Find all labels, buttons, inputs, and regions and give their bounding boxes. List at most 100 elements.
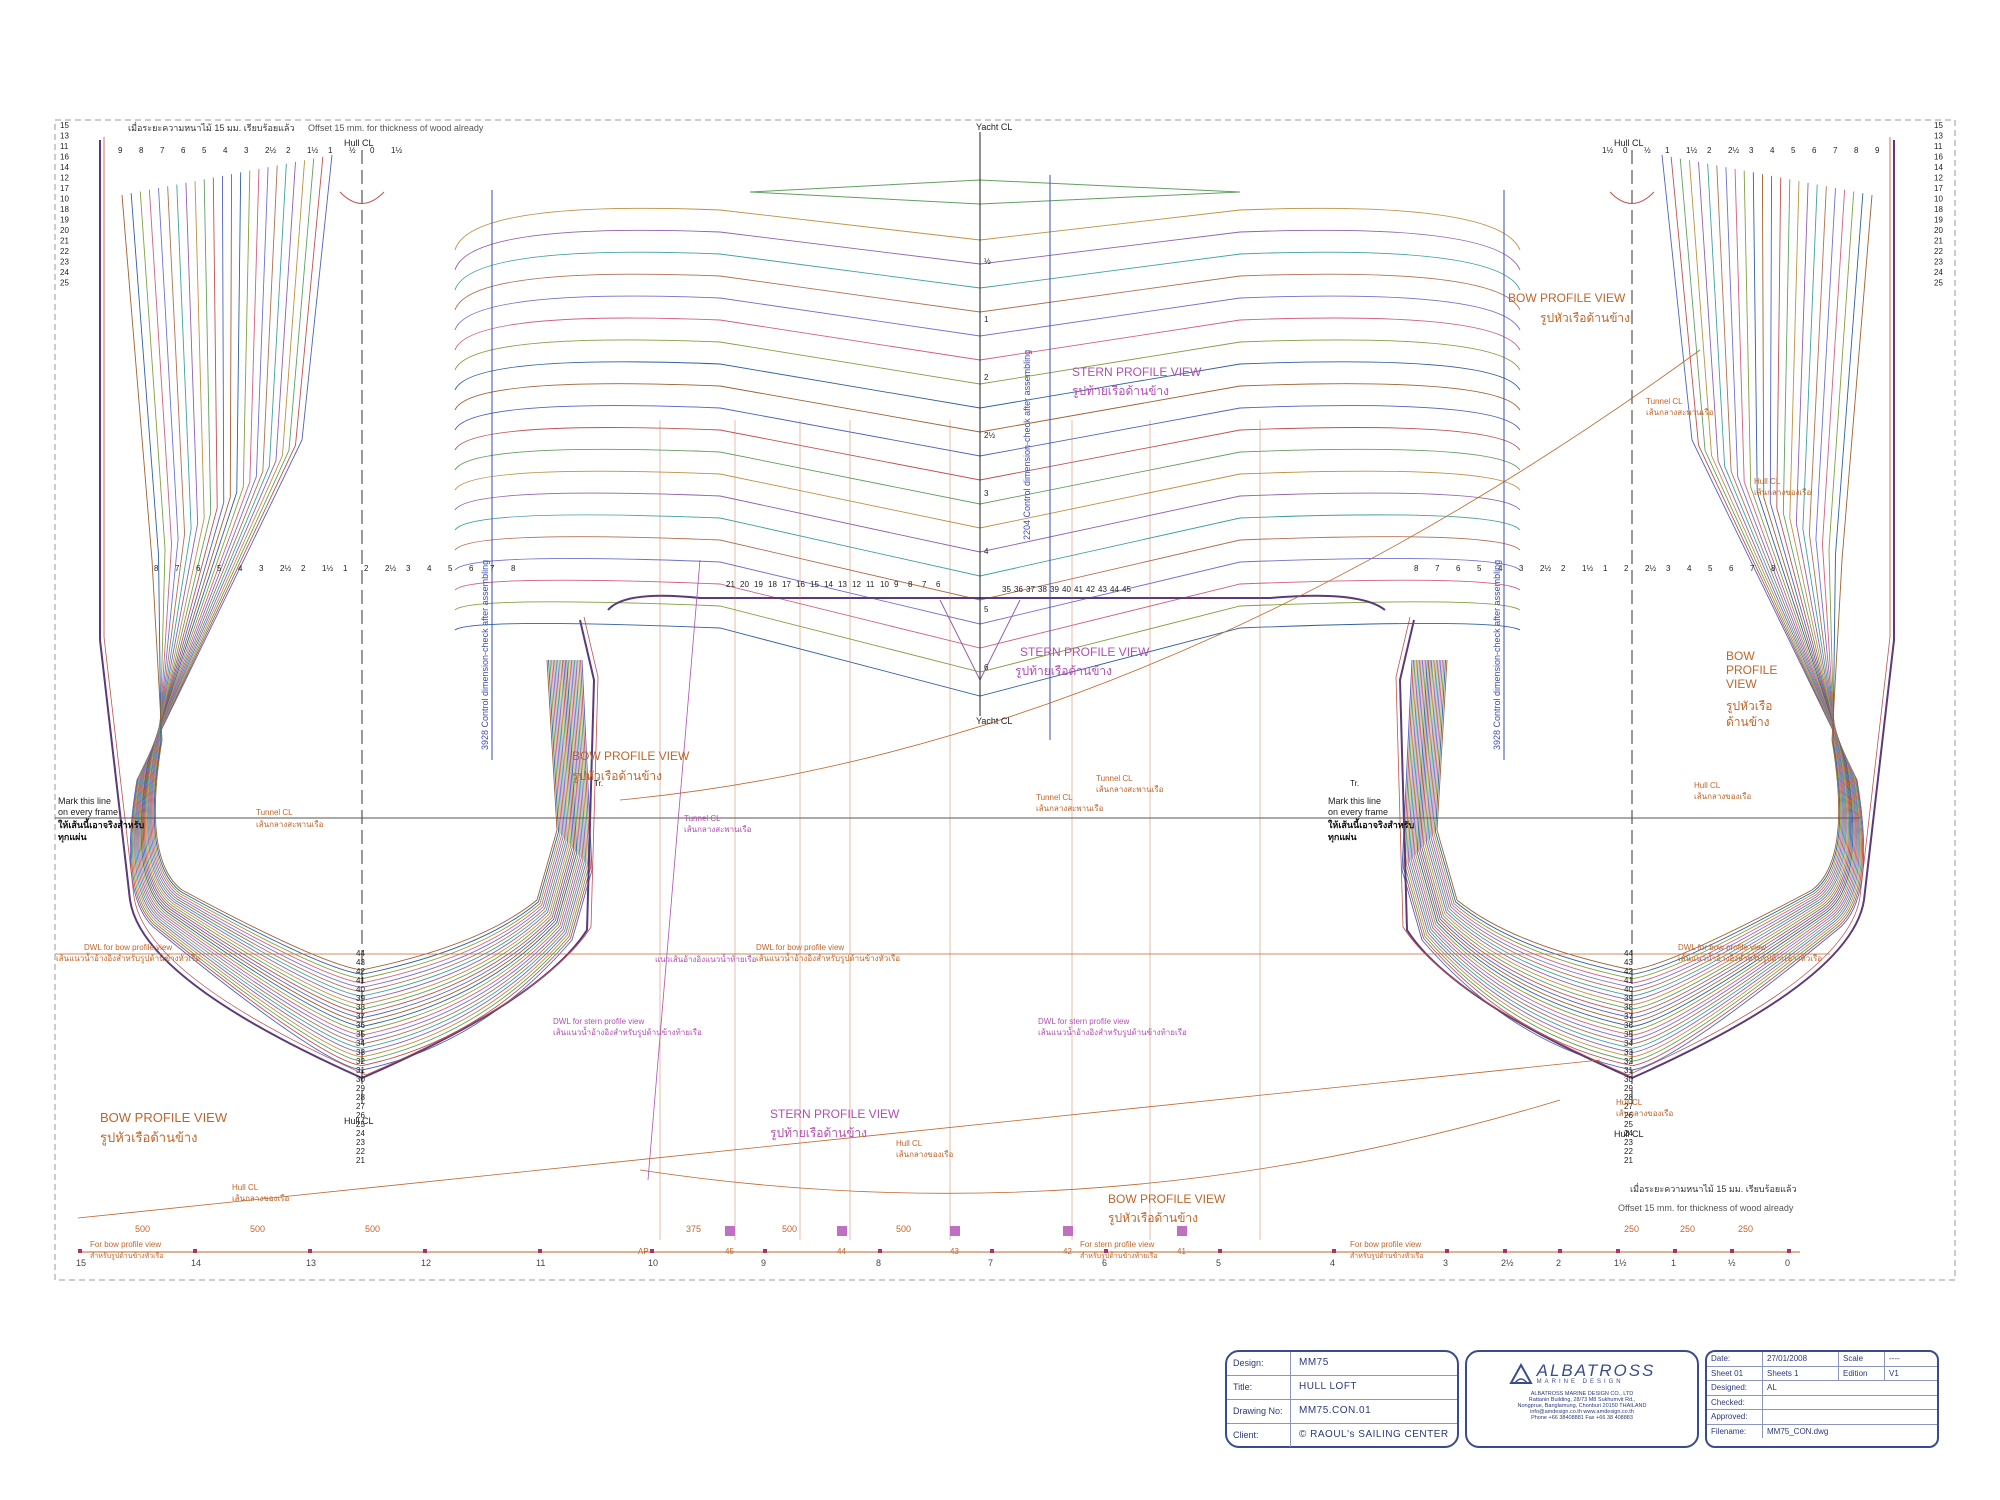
hull-cl-label-br: Hull CL <box>1614 1129 1644 1139</box>
frame-number-left: 17 <box>60 184 69 193</box>
dwl-bow-note-left: DWL for bow profile view เส้นแนวน้ำอ้างอ… <box>56 943 200 964</box>
frame-number-keel-right: 44 <box>1624 949 1633 958</box>
station-mark <box>1558 1249 1562 1253</box>
station-label: 6 <box>1102 1258 1107 1268</box>
tunnel-section-line <box>454 579 1521 649</box>
checked-value <box>1763 1396 1937 1410</box>
stern-profile-label-2: STERN PROFILE VIEW รูปท้ายเรือด้านข้าง <box>1015 645 1150 679</box>
tunnel-section-line <box>454 361 1521 409</box>
frame-number-mid-left: 8 <box>511 564 516 573</box>
frame-number-left: 22 <box>60 247 69 256</box>
frame-number-mid-left: 1½ <box>322 564 333 573</box>
frame-number-mid-right: 8 <box>1771 564 1776 573</box>
section-line <box>1404 158 1862 1062</box>
frame-number-top-left: 6 <box>181 146 186 155</box>
client-label: Client: <box>1227 1424 1291 1447</box>
svg-text:เส้นแนวน้ำอ้างอิงสำหรับรูปด้าน: เส้นแนวน้ำอ้างอิงสำหรับรูปด้านข้างท้ายเร… <box>553 1026 702 1038</box>
frame-number-mid-left: 5 <box>448 564 453 573</box>
approved-label: Approved: <box>1707 1410 1763 1424</box>
frame-number-mid-right: 5 <box>1708 564 1713 573</box>
svg-text:BOW: BOW <box>1726 649 1755 663</box>
section-line <box>1413 168 1856 1036</box>
right-hull-sections <box>1395 137 1895 1110</box>
company-name: ALBATROSS <box>1536 1361 1656 1380</box>
frame-number-mid-left: 1 <box>343 564 348 573</box>
frame-number-tunnel-center: 40 <box>1062 585 1071 594</box>
frame-number-tunnel: 16 <box>796 580 805 589</box>
section-line <box>150 188 564 988</box>
svg-text:เส้นแนวน้ำอ้างอิงสำหรับรูปด้าน: เส้นแนวน้ำอ้างอิงสำหรับรูปด้านข้างหัวเรื… <box>56 952 200 964</box>
frame-number-keel-right: 32 <box>1624 1057 1633 1066</box>
svg-text:รูปท้ายเรือด้านข้าง: รูปท้ายเรือด้านข้าง <box>770 1126 867 1141</box>
frame-number-tunnel-center: 42 <box>1086 585 1095 594</box>
scale-ref-label: For bow profile view <box>90 1240 161 1249</box>
frame-number-tunnel-center: 43 <box>1098 585 1107 594</box>
frame-number-left: 11 <box>60 142 69 151</box>
frame-number-center: 4 <box>984 547 989 556</box>
frame-number-keel-left: 44 <box>356 949 365 958</box>
spacing-label: 375 <box>686 1224 701 1234</box>
frame-number-tunnel: 19 <box>754 580 763 589</box>
frame-number-left: 25 <box>60 279 69 288</box>
station-label: 5 <box>1216 1258 1221 1268</box>
frame-number-keel-left: 26 <box>356 1111 365 1120</box>
station-label: 8 <box>876 1258 881 1268</box>
svg-text:รูปหัวเรือด้านข้าง: รูปหัวเรือด้านข้าง <box>100 1130 198 1146</box>
dwl-bow-note-right: DWL for bow profile view เส้นแนวน้ำอ้างอ… <box>1678 943 1822 964</box>
svg-text:เส้นกลางสะพานเรือ: เส้นกลางสะพานเรือ <box>1096 785 1164 794</box>
frame-number-center: 2 <box>984 373 989 382</box>
hull-cl-label-tl: Hull CL <box>344 138 374 148</box>
frame-number-keel-right: 22 <box>1624 1147 1633 1156</box>
frame-number-mid-right: 7 <box>1435 564 1440 573</box>
frame-number-mid-left: 6 <box>469 564 474 573</box>
svg-text:Tunnel CL: Tunnel CL <box>1646 397 1683 406</box>
company-tagline: MARINE DESIGN <box>1536 1379 1624 1385</box>
tunnel-section-line <box>454 207 1521 251</box>
frame-number-left: 16 <box>60 153 69 162</box>
tunnel-outline <box>607 594 1386 611</box>
scale-ref-thai: สำหรับรูปด้านข้างหัวเรือ <box>1350 1252 1424 1260</box>
frame-number-tunnel: 7 <box>922 580 927 589</box>
svg-text:STERN PROFILE VIEW: STERN PROFILE VIEW <box>1020 645 1150 659</box>
frame-number-mid-left: 3 <box>259 564 264 573</box>
svg-text:BOW PROFILE VIEW: BOW PROFILE VIEW <box>572 749 690 763</box>
frame-number-left: 13 <box>60 132 69 141</box>
svg-text:STERN PROFILE VIEW: STERN PROFILE VIEW <box>770 1107 900 1121</box>
frame-number-mid-left: 4 <box>238 564 243 573</box>
scale-ref-label: For bow profile view <box>1350 1240 1421 1249</box>
frame-number-keel-right: 34 <box>1624 1039 1633 1048</box>
section-line <box>1410 165 1858 1045</box>
frame-number-mid-left: 2½ <box>280 564 291 573</box>
frame-number-tunnel: 21 <box>726 580 735 589</box>
mark-line-note-right: Mark this line on every frame ให้เส้นนี้… <box>1328 796 1415 843</box>
ap-label: AP <box>638 1247 649 1256</box>
frame-number-keel-right: 28 <box>1624 1093 1633 1102</box>
bow-curve <box>639 1099 1561 1194</box>
section-line <box>1418 174 1853 1023</box>
frame-number-top-left: 3 <box>244 146 249 155</box>
albatross-logo-icon <box>1508 1362 1533 1384</box>
section-line <box>1424 181 1848 1006</box>
frame-number-mid-right: 2 <box>1561 564 1566 573</box>
frame-label: 43 <box>950 1247 959 1256</box>
svg-text:ด้านข้าง: ด้านข้าง <box>1726 715 1770 729</box>
scale-ref-label: For stern profile view <box>1080 1240 1154 1249</box>
frame-number-right: 25 <box>1934 279 1943 288</box>
title-block: Design: MM75 Title: HULL LOFT Drawing No… <box>1225 1350 1459 1448</box>
control-dimension-left: 3928 Control dimension-check after assem… <box>480 560 490 750</box>
frame-number-keel-left: 37 <box>356 1012 365 1021</box>
svg-text:Hull CL: Hull CL <box>1694 781 1721 790</box>
frame-number-top-left: 1½ <box>391 146 402 155</box>
stern-profile-label-3: STERN PROFILE VIEW รูปท้ายเรือด้านข้าง <box>770 1107 900 1141</box>
station-label: 15 <box>76 1258 86 1268</box>
frame-number-top-left: 1 <box>328 146 333 155</box>
svg-text:เส้นกลางสะพานเรือ: เส้นกลางสะพานเรือ <box>1036 804 1104 813</box>
hull-cl-note-4: Hull CL เส้นกลางของเรือ <box>1754 477 1811 497</box>
svg-text:VIEW: VIEW <box>1726 677 1757 691</box>
hull-cl-label-tr: Hull CL <box>1614 138 1644 148</box>
station-mark <box>423 1249 427 1253</box>
frame-number-keel-left: 43 <box>356 958 365 967</box>
frame-number-keel-left: 40 <box>356 985 365 994</box>
frame-number-top-right: 7 <box>1833 146 1838 155</box>
frame-number-keel-right: 26 <box>1624 1111 1633 1120</box>
